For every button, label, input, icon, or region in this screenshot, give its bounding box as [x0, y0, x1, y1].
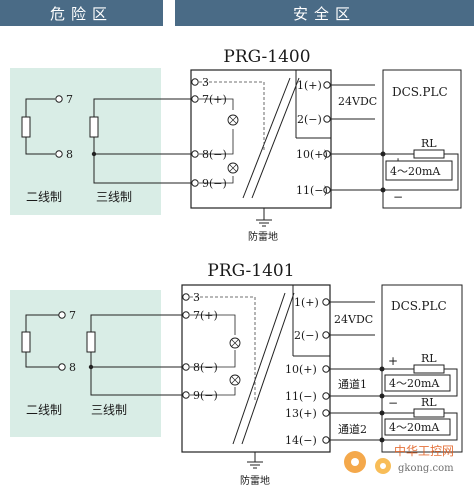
d2-ch1-current-box	[384, 374, 451, 392]
d2-ch2-current: 4～20mA	[389, 421, 440, 434]
d2-ch1-current: 4～20mA	[389, 377, 440, 390]
d1-term-3: 3	[202, 76, 209, 89]
d2-channel-2: 通道2	[338, 422, 367, 436]
d1-current-box	[385, 160, 453, 181]
d2-term-7: 7(+)	[193, 309, 218, 322]
d2-ground-label: 防雷地	[240, 474, 270, 487]
diagram-prg-1400: PRG-1400 3 7(+) 8(−) 9(−) 1(+)	[10, 47, 462, 243]
d2-channel-1: 通道1	[338, 377, 367, 391]
d2-pin-7: 7	[69, 309, 76, 322]
diagram2-title: PRG-1401	[207, 261, 294, 281]
d1-dcs-label: DCS.PLC	[392, 85, 448, 99]
d1-rl-label: RL	[421, 137, 437, 150]
d1-minus: −	[393, 190, 403, 204]
d1-pin-7: 7	[66, 93, 73, 106]
d2-term-10: 10(+)	[285, 363, 317, 376]
safe-zone-header: 安全区	[175, 0, 474, 26]
d1-label-2wire: 二线制	[26, 190, 62, 204]
diagram-prg-1401: PRG-1401 3 7(+) 8(−) 9(−) 1(+) 2(−) 10(+…	[10, 261, 463, 487]
d1-term-2: 2(−)	[297, 113, 322, 126]
d2-ch1-resistor	[413, 364, 445, 374]
d1-rtd-3wire	[89, 116, 99, 138]
d2-supply: 24VDC	[334, 313, 373, 326]
d2-pin-8: 8	[69, 361, 76, 374]
d2-term-11: 11(−)	[285, 390, 317, 403]
d2-label-3wire: 三线制	[91, 403, 127, 417]
danger-zone-header: 危险区	[0, 0, 163, 26]
d1-resistor-rl	[413, 149, 445, 159]
d1-dcs-box	[382, 69, 462, 209]
hazard-area-1	[10, 68, 161, 215]
d1-pin-8: 8	[66, 148, 73, 161]
diagram1-title: PRG-1400	[223, 47, 310, 67]
d2-ch2-resistor	[413, 408, 445, 418]
d2-ch2-rl: RL	[421, 396, 437, 409]
d2-ch2-current-box	[384, 418, 451, 436]
d1-term-1: 1(+)	[297, 79, 322, 92]
d2-term-9: 9(−)	[193, 389, 218, 402]
d1-term-9: 9(−)	[202, 177, 227, 190]
d1-current: 4～20mA	[390, 165, 441, 178]
watermark-site-cn: 中华工控网	[394, 443, 454, 458]
d1-term-11: 11(−)	[296, 184, 328, 197]
d2-label-2wire: 二线制	[26, 403, 62, 417]
d2-rtd-3wire	[86, 331, 96, 353]
watermark-logo: 中华工控网 gkong.com	[344, 443, 454, 474]
module-box-2	[181, 284, 331, 453]
d1-label-3wire: 三线制	[96, 190, 132, 204]
d1-term-8: 8(−)	[202, 148, 227, 161]
d1-supply: 24VDC	[338, 95, 377, 108]
d1-ground-label: 防雷地	[248, 230, 278, 243]
d2-term-2: 2(−)	[294, 329, 319, 342]
d1-term-7: 7(+)	[202, 93, 227, 106]
d2-term-14: 14(−)	[285, 434, 317, 447]
d2-term-8: 8(−)	[193, 361, 218, 374]
d2-ch1-plus: +	[388, 354, 398, 368]
d2-ch1-minus: −	[388, 396, 398, 410]
d1-term-10: 10(+)	[296, 148, 328, 161]
d2-term-13: 13(+)	[285, 407, 317, 420]
d2-dcs-label: DCS.PLC	[391, 299, 447, 313]
d1-rtd-2wire	[21, 116, 31, 138]
d2-term-1: 1(+)	[294, 296, 319, 309]
d2-ch1-rl: RL	[421, 352, 437, 365]
watermark-url: gkong.com	[398, 463, 454, 474]
d2-rtd-2wire	[21, 331, 31, 353]
module-box-1	[190, 69, 332, 209]
d2-term-3: 3	[193, 291, 200, 304]
